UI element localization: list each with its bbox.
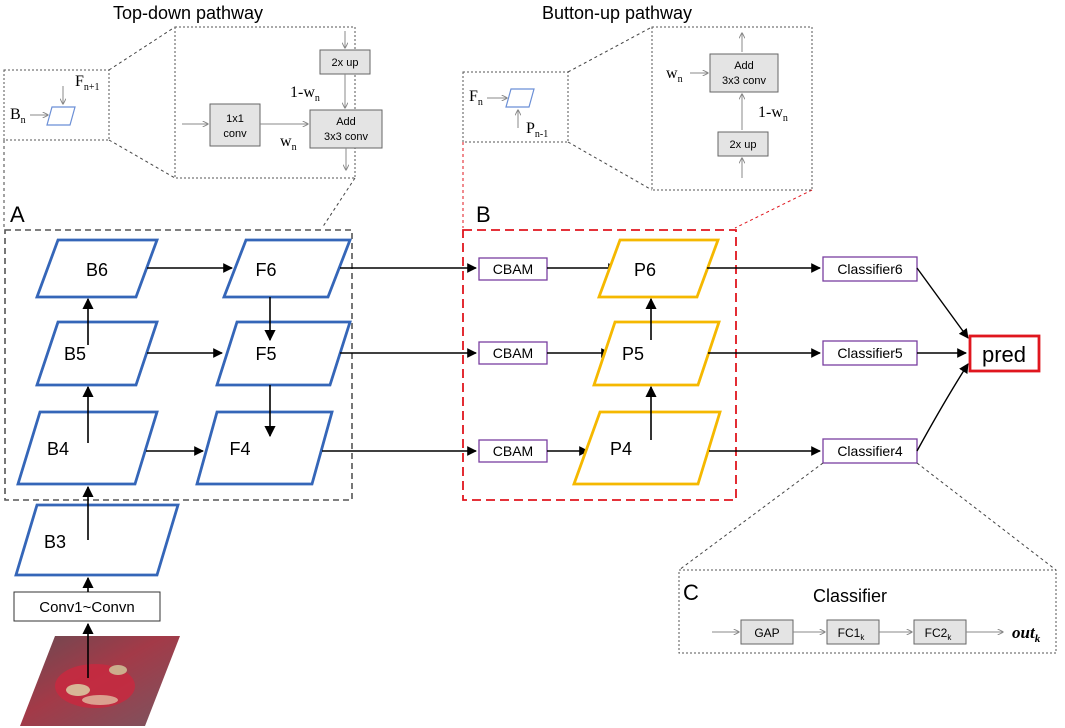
cbam-label-4: CBAM [493,443,533,459]
bu-upsample-box [717,131,769,157]
panel-b-label: B [476,202,491,227]
f5-node [215,320,352,387]
b5-node [35,320,159,387]
f4-node [195,410,334,486]
classifier-detail-title: Classifier [813,586,887,606]
f4-label: F4 [229,439,250,459]
inset-td-f: Fn+1 [75,73,100,93]
top-down-heading: Top-down pathway [113,3,263,23]
fc1-box [826,619,880,645]
td-w: wn [280,133,297,153]
classifier6-label: Classifier6 [837,261,903,277]
fc1-label: FC1k [838,626,866,642]
topdown-detail-inset: 2x up 1-wn 1x1 conv wn Add 3x3 conv [174,26,383,179]
pred-label: pred [982,342,1026,367]
p6-node [596,238,721,299]
td-one-minus-w: 1-wn [290,84,320,104]
classifier-detail-panel: C Classifier GAP FC1k FC2k outk [678,569,1057,654]
classifier5-box [822,340,918,366]
p5-node [592,320,721,387]
p4-label: P4 [610,439,632,459]
td-upsample-box [319,49,371,75]
classifier4-box [822,438,918,464]
cbam-label-5: CBAM [493,345,533,361]
panel-b-frame [462,229,737,501]
classifier4-label: Classifier4 [837,443,903,459]
b4-label: B4 [47,439,69,459]
td-conv1x1-line1: 1x1 [226,113,244,125]
td-add-line1: Add [336,116,356,128]
conv-label: Conv1~Convn [39,599,134,616]
cbam-box-6 [478,257,548,281]
f6-node [221,238,353,299]
b6-node [34,238,160,299]
td-conv1x1-line2: conv [223,128,247,140]
td-conv1x1-box [209,103,261,147]
bu-one-minus-w: 1-wn [758,104,788,124]
b5-label: B5 [64,344,86,364]
bu-add-line1: Add [734,60,754,72]
b3-node [14,503,180,577]
bottom-up-heading: Button-up pathway [542,3,692,23]
f6-label: F6 [255,260,276,280]
bu-add-box [709,53,779,93]
td-add-line2: 3x3 conv [324,131,369,143]
inset-bu-f: Fn [469,88,483,108]
out-label: outk [1012,623,1041,645]
bu-add-line2: 3x3 conv [722,75,767,87]
conv-box [13,591,161,622]
pred-box [968,334,1041,373]
panel-c-label: C [683,580,699,605]
panel-a-label: A [10,202,25,227]
p6-label: P6 [634,260,656,280]
p5-label: P5 [622,344,644,364]
td-upsample-label: 2x up [332,57,359,69]
panel-a-frame [4,229,353,501]
gap-box [740,619,794,645]
b6-label: B6 [86,260,108,280]
b3-label: B3 [44,532,66,552]
fc2-label: FC2k [925,626,953,642]
bottomup-small-inset: Fn Pn-1 [462,71,569,143]
bu-upsample-label: 2x up [730,139,757,151]
b4-node [16,410,159,486]
input-wound-image [20,636,180,726]
cbam-label-6: CBAM [493,261,533,277]
classifier6-box [822,256,918,282]
gap-label: GAP [754,626,779,640]
p4-node [572,410,722,486]
topdown-small-inset: Bn Fn+1 [3,69,110,141]
f5-label: F5 [255,344,276,364]
bottomup-detail-inset: wn Add 3x3 conv 1-wn 2x up [651,26,813,191]
classifier5-label: Classifier5 [837,345,903,361]
td-add-box [309,109,383,149]
bu-w: wn [666,65,683,85]
inset-td-b: Bn [10,106,26,126]
inset-bu-p: Pn-1 [526,120,548,140]
